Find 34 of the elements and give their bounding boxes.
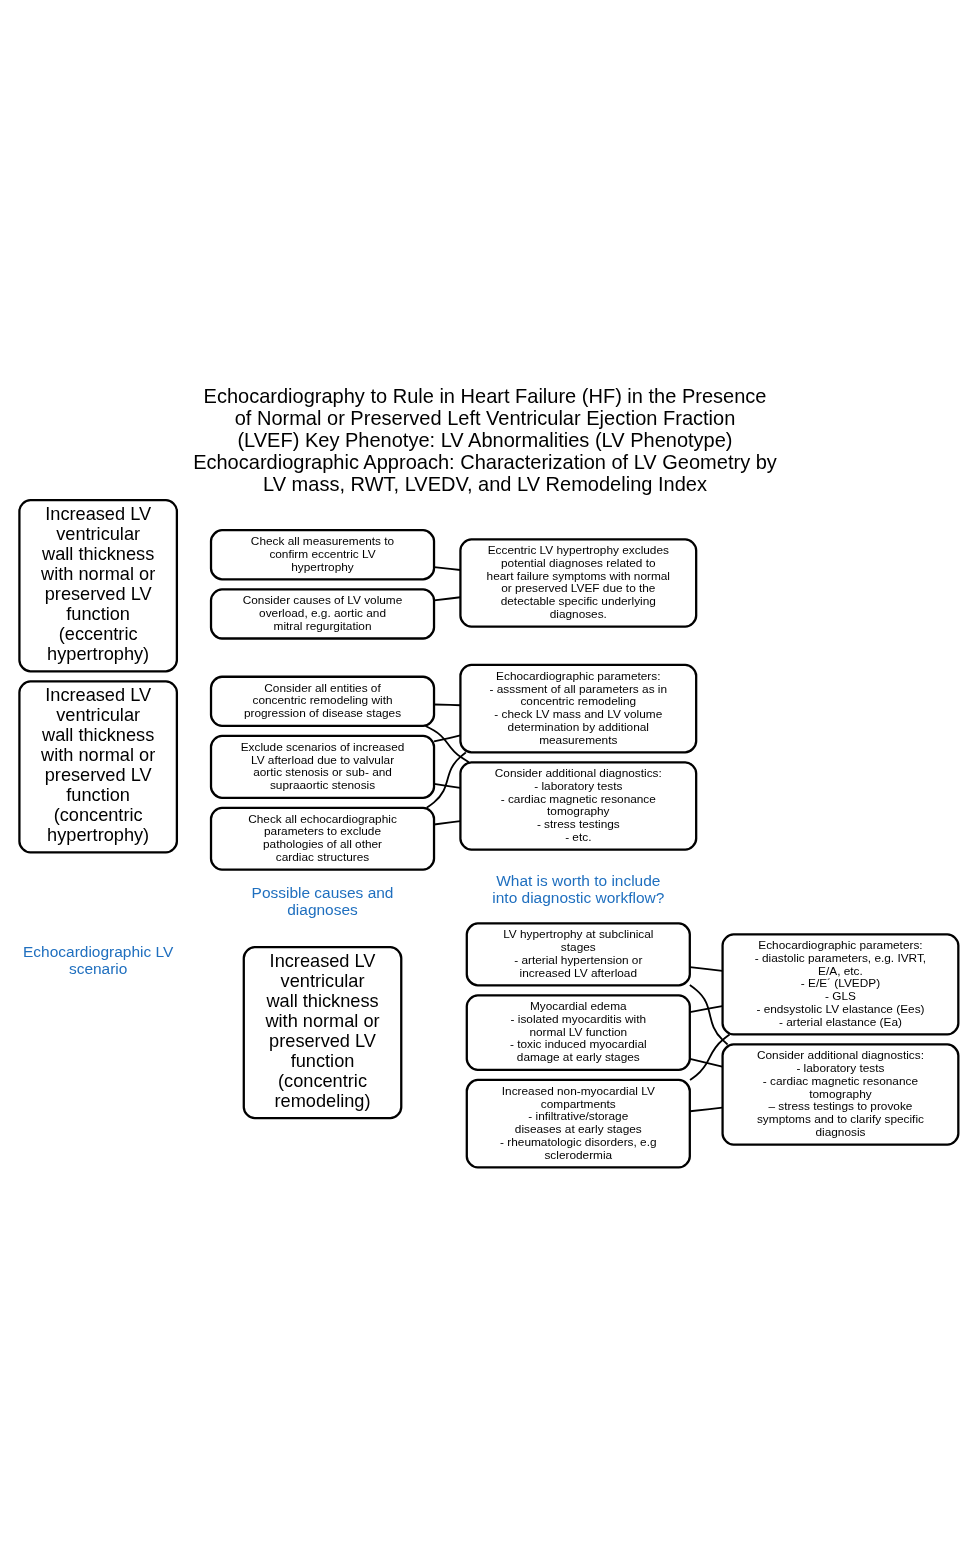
connector — [433, 734, 462, 743]
label: What is worth to include into diagnostic workflow? — [492, 871, 665, 907]
node-box: Consider additional diagnostics: - laboratory tests - cardiac magnetic resonance tomography - stress testings - etc. — [459, 761, 698, 851]
node-box: Check all measurements to confirm eccentric LV hypertrophy — [209, 529, 436, 581]
connector — [433, 820, 462, 826]
node-box: Eccentric LV hypertrophy excludes potential diagnoses related to heart failure symptoms with normal or preserved LVEF due to the detectable specific underlying diagnoses. — [459, 538, 698, 628]
connector — [689, 1033, 731, 1081]
label: Possible causes and diagnoses — [251, 883, 394, 918]
connector — [689, 1106, 724, 1113]
node-box: Consider additional diagnostics: - laboratory tests - cardiac magnetic resonance tomography – stress testings to provoke symptoms and to clarify specific diagnosis — [721, 1043, 960, 1146]
node-box: Exclude scenarios of increased LV afterload due to valvular aortic stenosis or sub- and supraaortic stenosis — [209, 734, 436, 799]
connector — [433, 566, 462, 571]
connector — [688, 984, 729, 1046]
diagram-title: Echocardiography to Rule in Heart Failure (HF) in the Presence of Normal or Preserved Left Ventricular Ejection Fraction (LVEF) Key Phenotye: LV Abnormalities (LV Phenotype) Echocardiographic Approach: Characterization of LV Geometry by LV mass, RWT, LVEDV, and LV Remodeling Index — [193, 385, 777, 495]
node-box: Increased LV ventricular wall thickness with normal or preserved LV function (concentric remodeling) — [242, 945, 403, 1120]
node-box: Myocardial edema - isolated myocarditis with normal LV function - toxic induced myocardial damage at early stages — [465, 994, 691, 1072]
node-box: Consider causes of LV volume overload, e.g. aortic and mitral regurgitation — [209, 588, 436, 640]
node-box: Consider all entities of concentric remodeling with progression of disease stages — [209, 675, 436, 728]
connector — [433, 703, 462, 707]
node-box: Increased non-myocardial LV compartments - infiltrative/storage diseases at early stages - rheumatologic disorders, e.g sclerodermia — [465, 1078, 691, 1169]
node-box: Check all echocardiographic parameters to exclude pathologies of all other cardiac structures — [209, 806, 436, 871]
connector — [433, 596, 462, 602]
node-box: Echocardiographic parameters: - diastolic parameters, e.g. IVRT, E/A, etc. - E/E´ (LVEDP) - GLS - endsystolic LV elastance (Ees) - arterial elastance (Ea) — [721, 933, 960, 1036]
node-box: Increased LV ventricular wall thickness with normal or preserved LV function (concentric hypertrophy) — [18, 680, 178, 854]
connector — [689, 966, 724, 972]
node-box: Increased LV ventricular wall thickness with normal or preserved LV function (eccentric hypertrophy) — [18, 499, 178, 673]
connector — [425, 751, 467, 809]
node-box: LV hypertrophy at subclinical stages - arterial hypertension or increased LV afterload — [465, 922, 691, 987]
connector — [433, 783, 462, 789]
connector — [689, 1058, 724, 1068]
label: Echocardiographic LV scenario — [23, 942, 174, 978]
connector — [424, 725, 470, 764]
connector — [689, 1005, 724, 1014]
node-box: Echocardiographic parameters: - asssment of all parameters as in concentric remodeling - check LV mass and LV volume determination by additional measurements — [459, 663, 698, 754]
